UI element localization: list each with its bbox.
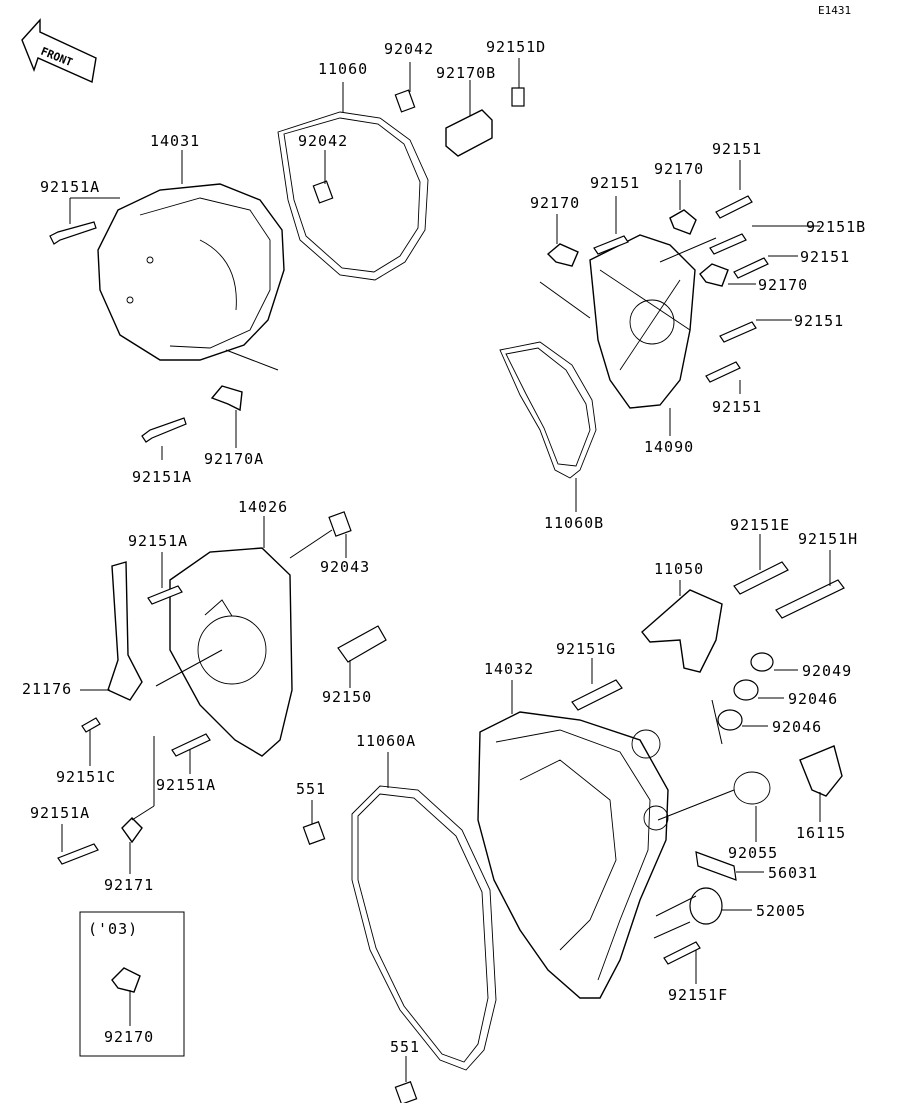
dowel-pin-92042 [312,89,416,204]
label-92151a-1: 92151A [40,178,100,196]
bolt-92151d [511,87,525,107]
label-92046-1: 92046 [788,690,838,708]
part-labels: 11060 92042 92151D 92170B 14031 92042 92… [22,38,866,1056]
label-92170a: 92170A [204,450,264,468]
label-14032: 14032 [484,660,534,678]
label-92151g: 92151G [556,640,616,658]
bolts-lower-left [57,585,211,865]
bearing-92049 [750,652,774,672]
o-ring-92055 [733,771,771,805]
bearing-92046-a [733,679,759,701]
label-551-top: 551 [296,780,326,798]
label-92151b: 92151B [806,218,866,236]
bracket-11050 [641,589,723,673]
label-92151a-4: 92151A [156,776,216,794]
bolt-92151a-top [49,221,97,245]
label-92151d: 92151D [486,38,546,56]
label-92170-1: 92170 [654,160,704,178]
label-92170-3: 92170 [758,276,808,294]
bolt-92151a-lower [141,417,187,443]
label-92049: 92049 [802,662,852,680]
label-92150: 92150 [322,688,372,706]
generator-cover-14031 [97,183,285,361]
bolt-92151e [733,561,789,595]
sensor-21176 [107,561,143,701]
label-92043: 92043 [320,558,370,576]
bearing-92046-b [717,709,743,731]
clamp-92170b [445,109,493,157]
label-11060: 11060 [318,60,368,78]
label-92151-5: 92151 [712,398,762,416]
clamp-92170-c [699,263,729,287]
front-arrow-icon: FRONT [21,18,97,84]
inset-box [79,911,185,1057]
bolt-92151h [775,579,845,619]
clamp-92170-a [546,243,579,267]
gasket-11060 [277,111,429,281]
clamp-92171 [121,817,143,844]
label-56031: 56031 [768,864,818,882]
bolts-92151-group [593,195,769,383]
clamp-92170-inset [111,967,141,993]
inset-label: ('03) [88,920,138,938]
label-92046-2: 92046 [772,718,822,736]
label-92151a-3: 92151A [128,532,188,550]
label-92151-4: 92151 [794,312,844,330]
label-92151h: 92151H [798,530,858,548]
label-11060a: 11060A [356,732,416,750]
label-92042-mid: 92042 [298,132,348,150]
label-92171: 92171 [104,876,154,894]
label-92055: 92055 [728,844,778,862]
diagram-code: E1431 [818,4,851,17]
bolt-92151f [663,941,701,965]
label-14031: 14031 [150,132,200,150]
cover-14090 [589,234,696,409]
dowel-92043 [328,511,352,537]
label-14026: 14026 [238,498,288,516]
dowel-551-bottom [394,1081,418,1103]
label-56031 [695,851,737,881]
label-16115: 16115 [796,824,846,842]
label-14090: 14090 [644,438,694,456]
dowel-551-top [302,821,326,845]
label-92151-1: 92151 [712,140,762,158]
label-92151a-2: 92151A [132,468,192,486]
cap-16115 [799,745,843,797]
clutch-cover-14032 [477,711,669,999]
label-11050: 11050 [654,560,704,578]
collar-92150 [337,625,387,663]
gasket-11060a [351,785,497,1071]
label-92151c: 92151C [56,768,116,786]
clamp-92170a [210,385,243,412]
label-92151a-5: 92151A [30,804,90,822]
bolt-92151g [571,679,623,711]
label-92151e: 92151E [730,516,790,534]
label-92042-top: 92042 [384,40,434,58]
label-551-bottom: 551 [390,1038,420,1056]
leader-lines [61,58,831,1082]
label-21176: 21176 [22,680,72,698]
label-92151-2: 92151 [590,174,640,192]
clamp-92170-b [669,209,697,235]
label-92170-2: 92170 [530,194,580,212]
label-92151-3: 92151 [800,248,850,266]
label-92170-inset: 92170 [104,1028,154,1046]
label-92151f: 92151F [668,986,728,1004]
label-92170b: 92170B [436,64,496,82]
label-11060b: 11060B [544,514,604,532]
seal-52005 [689,887,723,925]
label-52005: 52005 [756,902,806,920]
gasket-11060b [499,341,597,479]
pulser-cover-14026 [169,547,293,757]
